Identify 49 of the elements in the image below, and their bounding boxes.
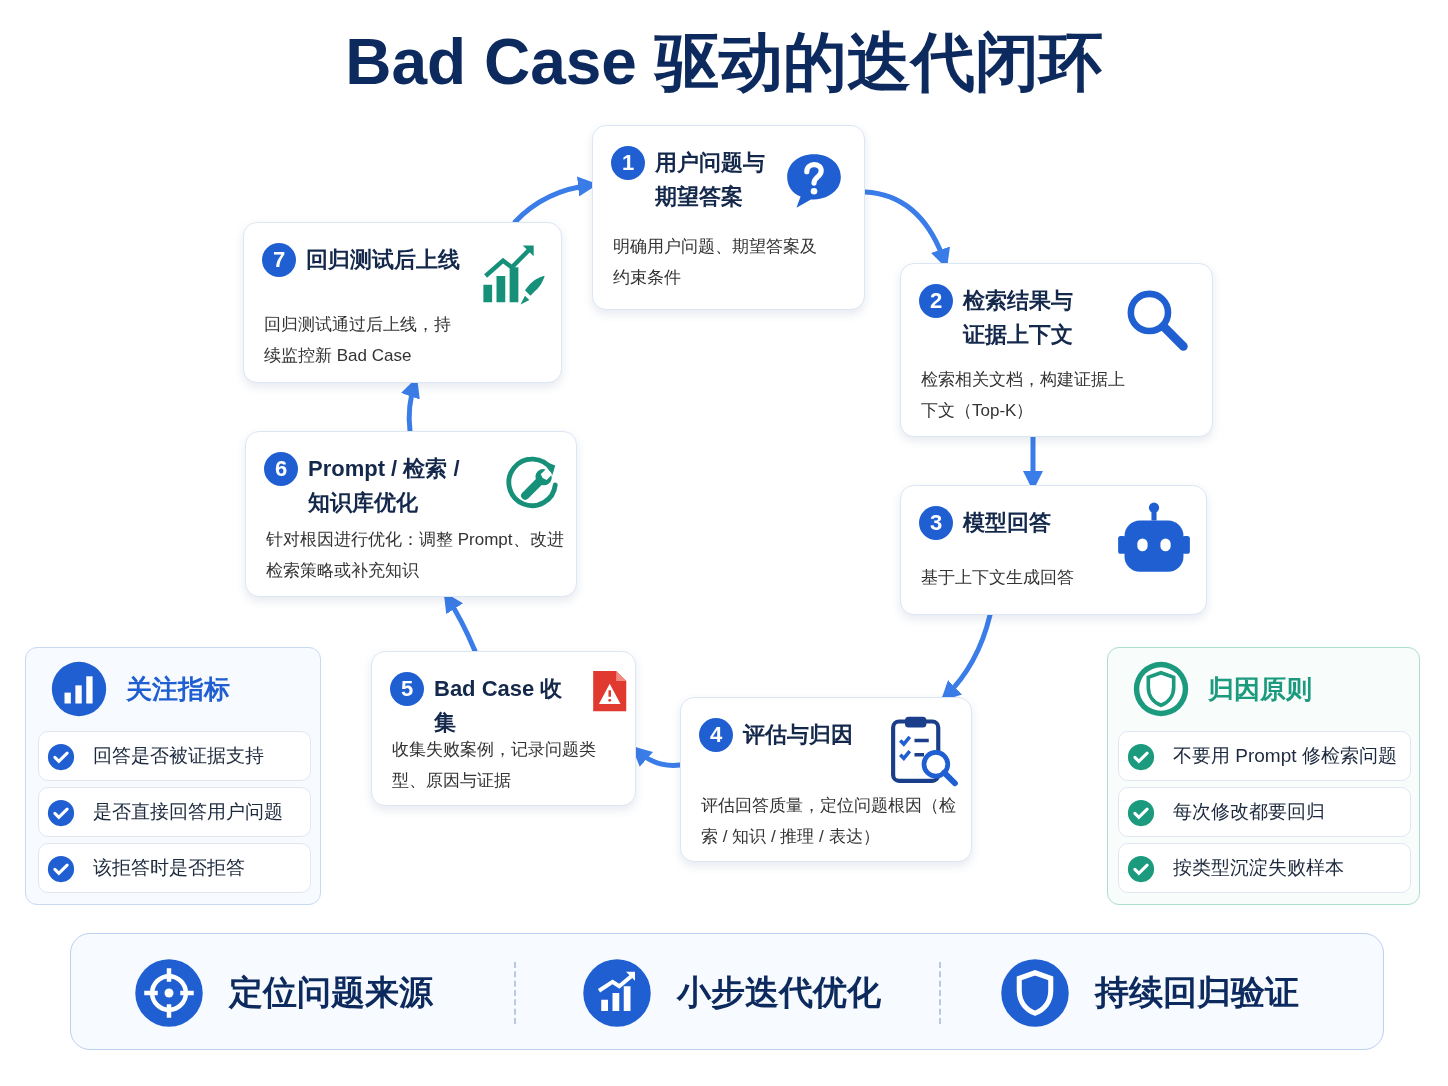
number-badge: 3: [919, 506, 953, 540]
step-description: 回归测试通过后上线，持续监控新 Bad Case: [264, 314, 452, 367]
step-title: 用户问题与期望答案: [655, 149, 766, 211]
step-description: 评估回答质量，定位问题根因（检索 / 知识 / 推理 / 表达）: [701, 795, 957, 848]
checklist-panel: [25, 647, 321, 905]
title: Bad Case 驱动的迭代闭环: [344, 25, 1104, 100]
step-card: [243, 222, 562, 383]
step-description: 收集失败案例，记录问题类型、原因与证据: [392, 739, 597, 792]
step-card: [592, 125, 865, 310]
step-title: 回归测试后上线: [306, 246, 461, 274]
item-text: 是否直接回答用户问题: [93, 800, 283, 824]
step-title: Bad Case 收集: [434, 675, 564, 737]
feature-label: 持续回归验证: [1095, 972, 1299, 1013]
item-text: 该拒答时是否拒答: [93, 856, 245, 880]
step-description: 基于上下文生成回答: [921, 567, 1075, 589]
step-card: [245, 431, 577, 597]
checklist-item: [1118, 731, 1411, 781]
checklist-item: [38, 731, 311, 781]
step-card: [680, 697, 972, 862]
step-title: 检索结果与证据上下文: [963, 287, 1074, 349]
item-text: 回答是否被证据支持: [93, 744, 264, 768]
feature-label: 小步迭代优化: [677, 972, 881, 1013]
number-badge: 1: [611, 146, 645, 180]
checklist-panel: [1107, 647, 1420, 905]
step-title: 模型回答: [963, 509, 1052, 537]
panel-title: 归因原则: [1208, 673, 1312, 706]
number-badge: 6: [264, 452, 298, 486]
item-text: 不要用 Prompt 修检索问题: [1173, 744, 1397, 768]
item-text: 按类型沉淀失败样本: [1173, 856, 1344, 880]
step-card: [371, 651, 636, 806]
step-title: 评估与归因: [743, 721, 854, 749]
step-description: 明确用户问题、期望答案及约束条件: [613, 236, 818, 289]
number-badge: 5: [390, 672, 424, 706]
feature-label: 定位问题来源: [229, 972, 433, 1013]
panel-title: 关注指标: [126, 673, 230, 706]
number-badge: 4: [699, 718, 733, 752]
step-title: Prompt / 检索 / 知识库优化: [308, 455, 461, 517]
summary-band: [70, 933, 1384, 1050]
item-text: 每次修改都要回归: [1173, 800, 1325, 824]
step-description: 检索相关文档，构建证据上下文（Top-K）: [921, 369, 1126, 422]
step-card: [900, 263, 1213, 437]
checklist-item: [1118, 787, 1411, 837]
number-badge: 7: [262, 243, 296, 277]
checklist-item: [38, 787, 311, 837]
checklist-item: [1118, 843, 1411, 893]
number-badge: 2: [919, 284, 953, 318]
checklist-item: [38, 843, 311, 893]
step-card: [900, 485, 1207, 615]
step-description: 针对根因进行优化：调整 Prompt、改进检索策略或补充知识: [266, 529, 565, 582]
